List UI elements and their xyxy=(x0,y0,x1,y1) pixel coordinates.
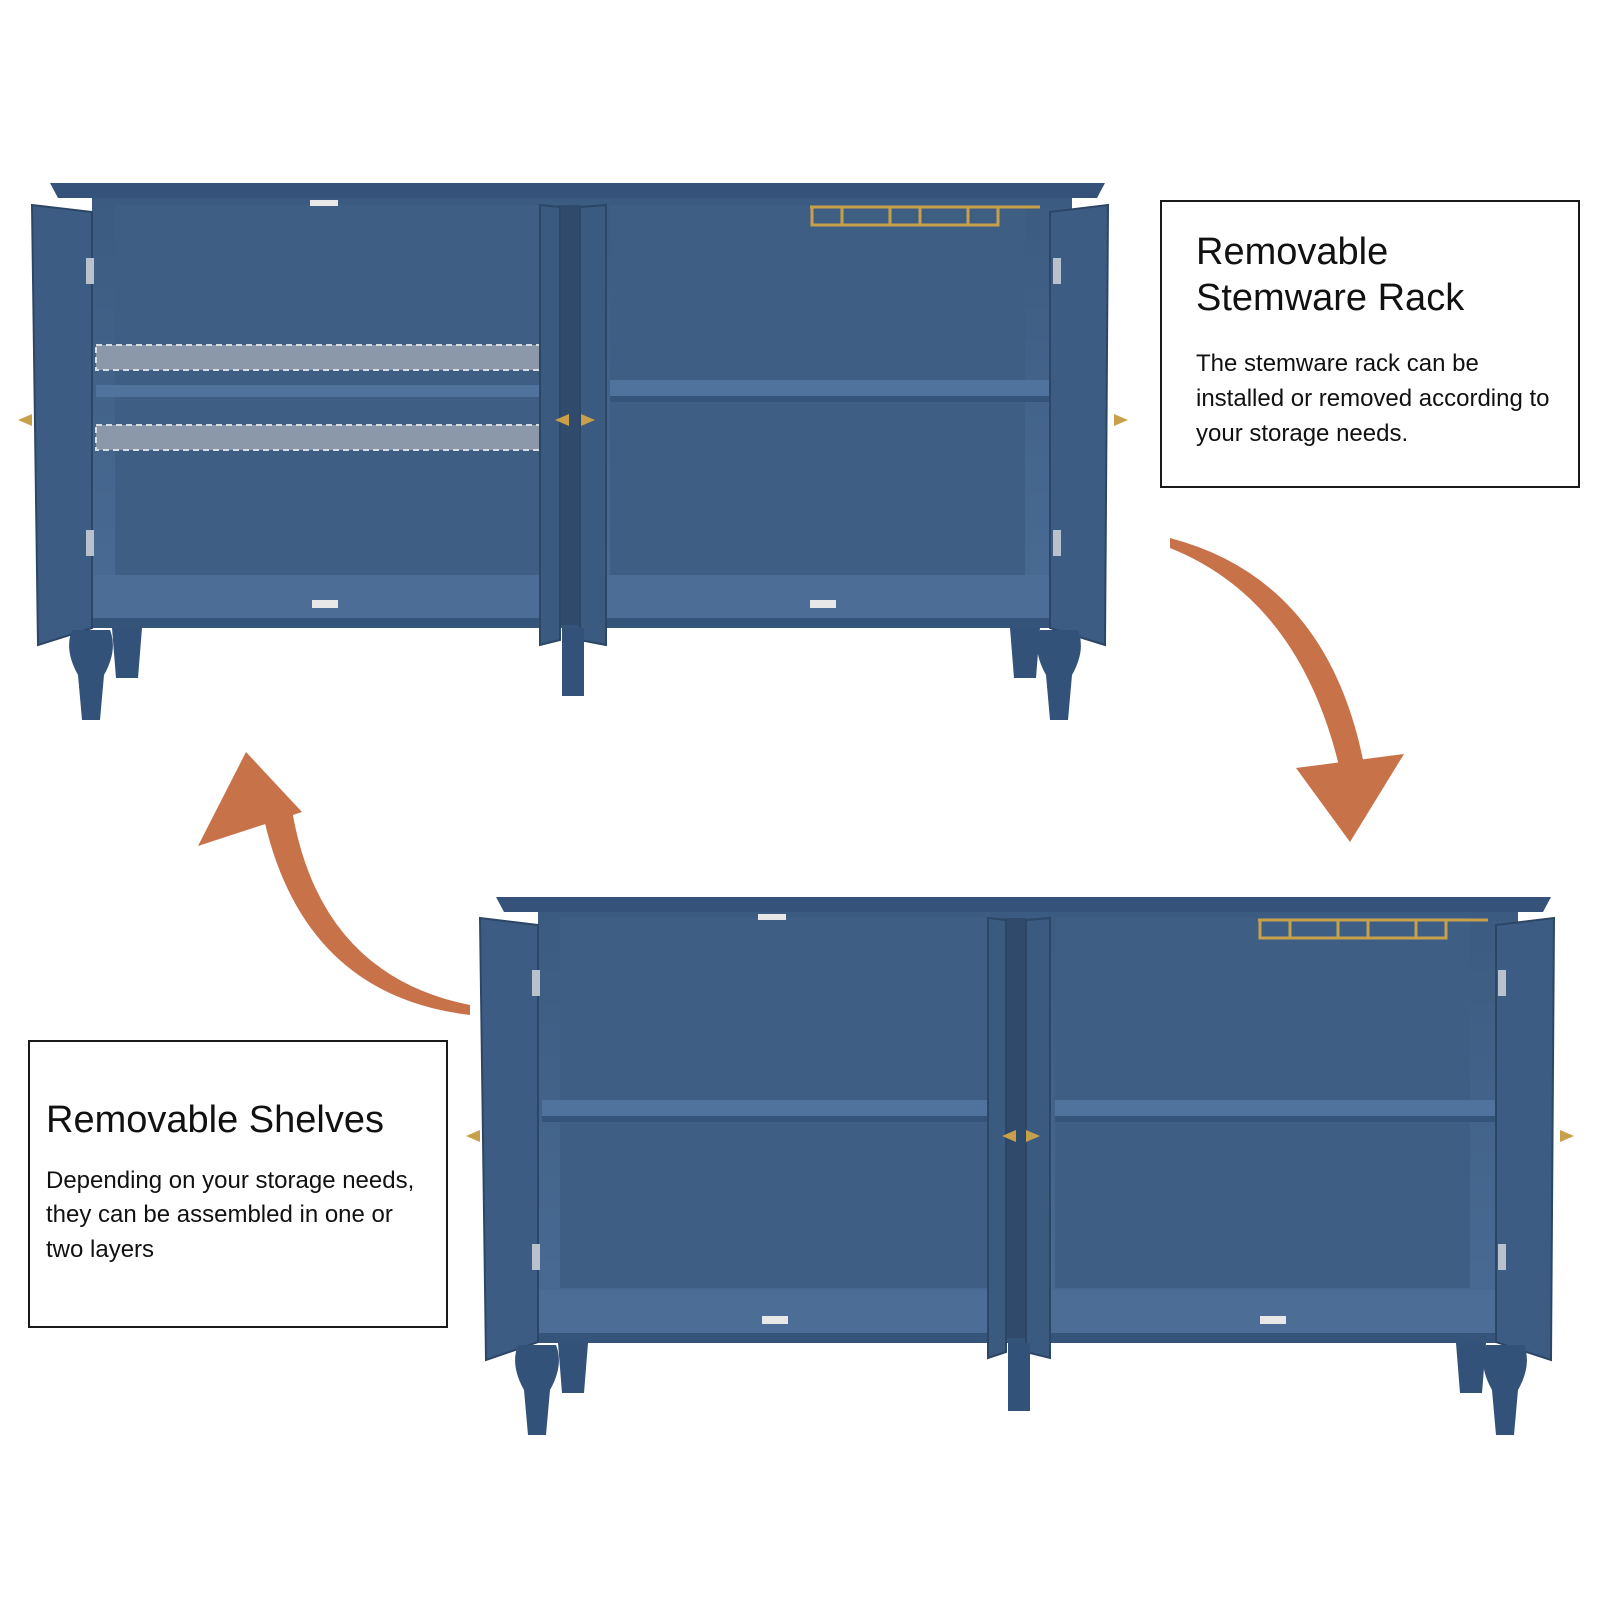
arrow-up-left xyxy=(198,752,470,1015)
sideboard-top-door-right xyxy=(1049,203,1110,647)
sideboard-top-left-shelf-2 xyxy=(95,424,546,451)
sideboard-bottom-door-center-left xyxy=(987,916,1007,1360)
sideboard-bottom-door-left xyxy=(478,916,539,1362)
stemware-rack-title: Removable Stemware Rack xyxy=(1196,231,1465,319)
sideboard-bottom-door-center-right xyxy=(1025,916,1051,1360)
sideboard-top-legs xyxy=(69,628,1081,720)
sideboard-top-knobs xyxy=(18,414,1128,426)
sideboard-top-door-center-left xyxy=(539,203,561,647)
removable-shelves-title: Removable Shelves xyxy=(46,1099,384,1141)
sideboard-bottom-door-right xyxy=(1495,916,1556,1362)
sideboard-bottom-countertop xyxy=(496,897,1551,912)
sideboard-top-left-shelf-1 xyxy=(95,344,546,371)
stemware-rack-callout: Removable Stemware Rack The stemware rac… xyxy=(1160,200,1580,488)
sideboard-bottom-knobs xyxy=(466,1130,1574,1142)
sideboard-bottom-legs xyxy=(515,1343,1527,1435)
removable-shelves-description: Depending on your storage needs, they ca… xyxy=(46,1166,415,1264)
sideboard-top-countertop xyxy=(50,183,1105,198)
arrow-down-right xyxy=(1170,538,1404,842)
removable-shelves-callout: Removable Shelves Depending on your stor… xyxy=(28,1040,448,1328)
sideboard-bottom-right-shelf xyxy=(1055,1100,1495,1116)
stemware-rack-description: The stemware rack can be installed or re… xyxy=(1196,350,1550,447)
sideboard-bottom-left-shelf xyxy=(542,1100,992,1116)
sideboard-bottom-stemware-rack xyxy=(1258,918,1488,940)
sideboard-top-door-left xyxy=(30,203,93,647)
sideboard-top-stemware-rack xyxy=(810,205,1040,227)
sideboard-top xyxy=(18,183,1128,720)
sideboard-bottom xyxy=(466,897,1574,1435)
sideboard-top-right-shelf xyxy=(610,380,1050,396)
sideboard-top-door-center-right xyxy=(579,203,607,647)
